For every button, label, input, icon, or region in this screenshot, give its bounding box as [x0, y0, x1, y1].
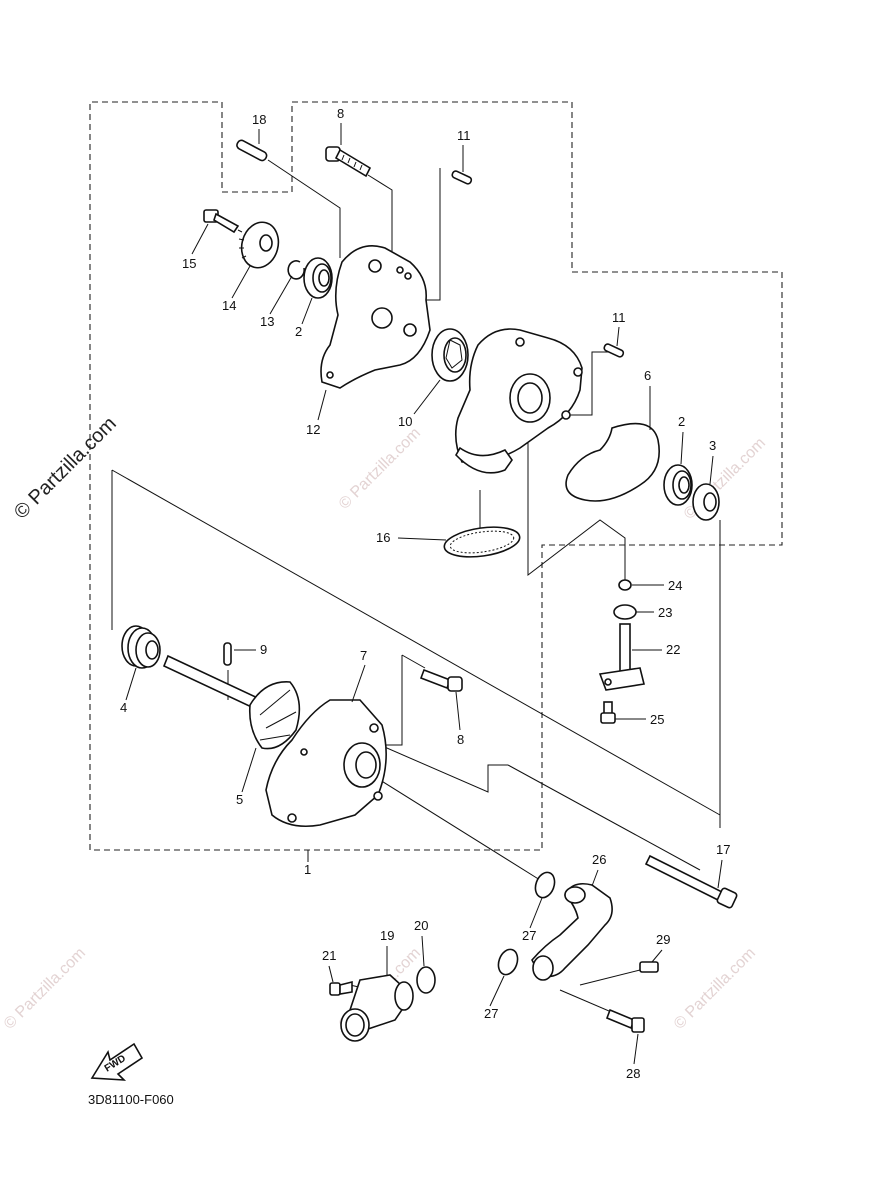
upper-assembly-outline	[89, 101, 783, 851]
callout-27-upper: 27	[522, 928, 536, 943]
part-20-o-ring[interactable]	[416, 966, 436, 994]
part-4-oil-seal[interactable]	[121, 625, 161, 669]
callout-5: 5	[236, 792, 243, 807]
part-11-pin-top[interactable]	[451, 170, 473, 185]
watermark: © Partzilla.com	[671, 945, 759, 1033]
callout-22: 22	[666, 642, 680, 657]
part-29-bolt[interactable]	[639, 961, 659, 973]
callout-21: 21	[322, 948, 336, 963]
part-27-o-ring-upper[interactable]	[532, 870, 558, 901]
part-2-bearing-right[interactable]	[663, 464, 693, 506]
callout-17: 17	[716, 842, 730, 857]
part-11-pin-right[interactable]	[603, 343, 625, 358]
part-9-pin[interactable]	[223, 642, 232, 666]
callout-28: 28	[626, 1066, 640, 1081]
callout-11-top: 11	[457, 128, 471, 143]
part-3-oil-seal[interactable]	[692, 483, 720, 521]
callout-23: 23	[658, 605, 672, 620]
part-10-mechanical-seal[interactable]	[431, 328, 469, 382]
part-23-o-ring[interactable]	[613, 604, 637, 620]
callout-6: 6	[644, 368, 651, 383]
part-25-bolt[interactable]	[600, 701, 616, 724]
callout-1: 1	[304, 862, 311, 877]
callout-25: 25	[650, 712, 664, 727]
part-6-o-ring-gasket[interactable]	[565, 422, 660, 502]
watermark-main: © Partzilla.com	[10, 413, 121, 524]
callouts: 18 8 11 15 14 13 2 12 10 11 6 2 3 16 24 …	[120, 106, 730, 1081]
part-14-gear[interactable]	[237, 218, 284, 272]
callout-18: 18	[252, 112, 266, 127]
callout-29: 29	[656, 932, 670, 947]
part-21-bolt[interactable]	[329, 980, 353, 996]
callout-2-upper: 2	[295, 324, 302, 339]
callout-11-right: 11	[612, 310, 626, 325]
part-13-circlip[interactable]	[287, 260, 305, 280]
part-19-hose-joint[interactable]	[340, 974, 414, 1042]
part-8-bolt-middle[interactable]	[419, 668, 463, 692]
callout-12: 12	[306, 422, 320, 437]
assembly-outlines	[89, 101, 783, 851]
callout-13: 13	[260, 314, 274, 329]
callout-2-right: 2	[678, 414, 685, 429]
drawing-code: 3D81100-F060	[88, 1092, 174, 1107]
part-8-bolt-top[interactable]	[325, 146, 372, 178]
callout-19: 19	[380, 928, 394, 943]
part-27-o-ring-lower[interactable]	[495, 947, 521, 978]
part-26-pipe-elbow[interactable]	[531, 882, 613, 981]
part-16-water-pump-cover[interactable]	[454, 328, 583, 474]
part-15-flange-bolt[interactable]	[203, 209, 240, 234]
callout-3: 3	[709, 438, 716, 453]
callout-16: 16	[376, 530, 390, 545]
callout-24: 24	[668, 578, 682, 593]
watermark: © Partzilla.com	[1, 945, 89, 1033]
part-28-bolt[interactable]	[605, 1008, 645, 1033]
part-17-long-bolt[interactable]	[644, 854, 738, 909]
callout-15: 15	[182, 256, 196, 271]
part-18-dowel-pin[interactable]	[236, 139, 268, 162]
fwd-arrow-icon: FWD	[90, 1042, 144, 1081]
callout-20: 20	[414, 918, 428, 933]
callout-8-top: 8	[337, 106, 344, 121]
callout-8-middle: 8	[457, 732, 464, 747]
callout-10: 10	[398, 414, 412, 429]
callout-9: 9	[260, 642, 267, 657]
part-16-strainer[interactable]	[442, 523, 521, 561]
callout-14: 14	[222, 298, 236, 313]
part-5-impeller-shaft[interactable]	[162, 654, 301, 750]
part-24-washer[interactable]	[618, 579, 632, 591]
callout-4: 4	[120, 700, 127, 715]
callout-27-lower: 27	[484, 1006, 498, 1021]
part-7-pump-body[interactable]	[265, 699, 387, 828]
watermark: © Partzilla.com	[336, 425, 424, 513]
callout-26: 26	[592, 852, 606, 867]
part-12-pump-housing[interactable]	[320, 245, 431, 389]
part-22-pipe[interactable]	[598, 623, 645, 691]
callout-7: 7	[360, 648, 367, 663]
part-2-bearing-upper[interactable]	[303, 257, 333, 299]
